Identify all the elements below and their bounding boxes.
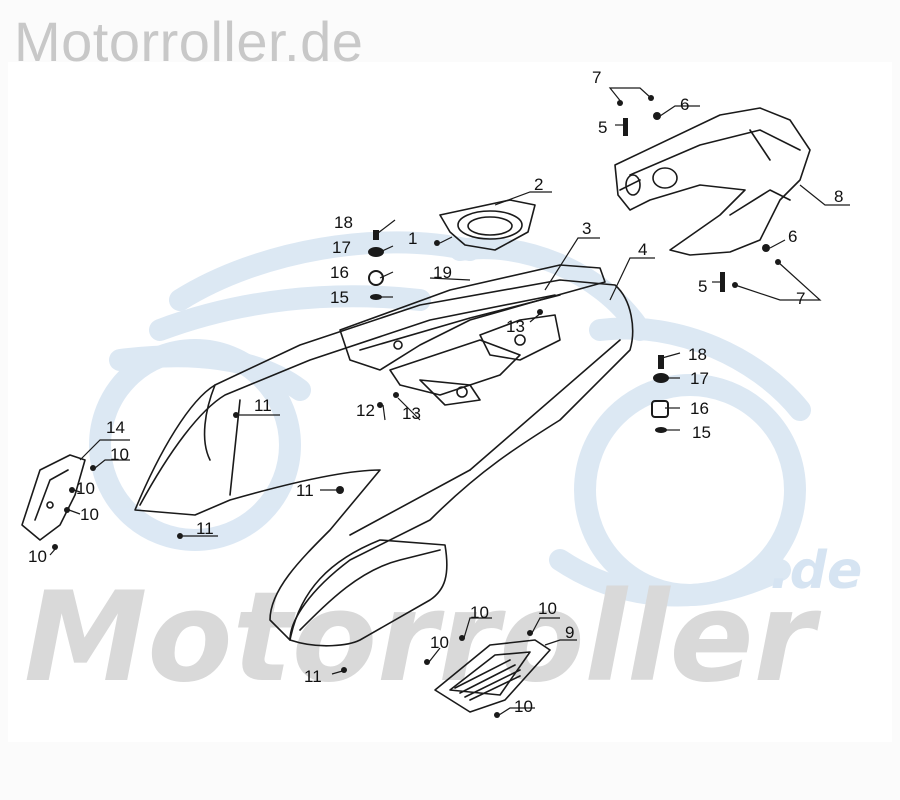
part-screw-10d bbox=[52, 544, 58, 550]
part-clip-6b bbox=[762, 244, 770, 252]
callout-18-left: 18 bbox=[334, 213, 353, 232]
callout-7-top: 7 bbox=[592, 68, 601, 87]
part-screw-13b bbox=[537, 309, 543, 315]
callout-8: 8 bbox=[834, 187, 843, 206]
part-seat-lock-bracket bbox=[439, 199, 536, 251]
part-screw-10h bbox=[494, 712, 500, 718]
callout-17-right: 17 bbox=[690, 369, 709, 388]
callout-1: 1 bbox=[408, 229, 417, 248]
callout-10-h: 10 bbox=[514, 697, 533, 716]
part-screw-10g bbox=[424, 659, 430, 665]
callout-3: 3 bbox=[582, 219, 591, 238]
part-nut-17a bbox=[368, 247, 384, 257]
part-screw-10a bbox=[90, 465, 96, 471]
part-screw-11c bbox=[177, 533, 183, 539]
part-bolt-18a bbox=[373, 230, 379, 240]
callout-10-d: 10 bbox=[28, 547, 47, 566]
part-rear-body-cover bbox=[134, 279, 634, 647]
callout-17-left: 17 bbox=[332, 238, 351, 257]
callout-6-top: 6 bbox=[680, 95, 689, 114]
callout-14: 14 bbox=[106, 418, 125, 437]
callout-11-a: 11 bbox=[254, 396, 272, 415]
part-side-bracket-left bbox=[21, 454, 86, 541]
callout-16-right: 16 bbox=[690, 399, 709, 418]
part-washer-15a bbox=[370, 294, 382, 300]
part-screw-13a bbox=[393, 392, 399, 398]
part-screw-10e bbox=[459, 635, 465, 641]
part-screw-5a bbox=[623, 118, 628, 136]
header-watermark: Motorroller.de bbox=[14, 10, 364, 73]
leader-lines bbox=[49, 87, 850, 716]
callout-10-f: 10 bbox=[538, 599, 557, 618]
callout-10-a: 10 bbox=[110, 445, 129, 464]
part-screw-10c bbox=[64, 507, 70, 513]
part-washer-15b bbox=[655, 427, 667, 433]
watermark-large: Motorroller bbox=[24, 566, 822, 710]
callout-10-b: 10 bbox=[76, 479, 95, 498]
callout-2: 2 bbox=[534, 175, 543, 194]
callout-labels: 1 2 3 4 5 5 6 6 7 7 8 9 10 10 10 10 10 1… bbox=[28, 68, 843, 716]
part-grille-plate bbox=[434, 639, 551, 713]
callout-18-right: 18 bbox=[688, 345, 707, 364]
callout-11-d: 11 bbox=[304, 667, 322, 686]
callout-19: 19 bbox=[433, 263, 452, 282]
callout-11-b: 11 bbox=[296, 481, 314, 500]
part-clip-6a bbox=[653, 112, 661, 120]
callout-10-g: 10 bbox=[430, 633, 449, 652]
callout-10-e: 10 bbox=[470, 603, 489, 622]
part-grommet-16a bbox=[368, 270, 384, 286]
part-bolt-18b bbox=[658, 355, 664, 369]
part-center-frame bbox=[339, 264, 606, 406]
part-screw-10b bbox=[69, 487, 75, 493]
callout-13-b: 13 bbox=[402, 404, 421, 423]
callout-4: 4 bbox=[638, 240, 647, 259]
callout-9: 9 bbox=[565, 623, 574, 642]
watermark-suffix: .de bbox=[770, 541, 862, 601]
callout-15-right: 15 bbox=[692, 423, 711, 442]
callout-16-left: 16 bbox=[330, 263, 349, 282]
callout-12: 12 bbox=[356, 401, 375, 420]
footer-watermark: Motorroller .de bbox=[24, 541, 862, 710]
callout-5-bottom: 5 bbox=[698, 277, 707, 296]
part-screw-11a bbox=[233, 412, 239, 418]
callout-10-c: 10 bbox=[80, 505, 99, 524]
part-grommet-16b bbox=[651, 400, 669, 418]
part-screw-10f bbox=[527, 630, 533, 636]
callout-7-bottom: 7 bbox=[796, 289, 805, 308]
part-nut-17b bbox=[653, 373, 669, 383]
part-screw-12 bbox=[377, 402, 383, 408]
callout-6-bottom: 6 bbox=[788, 227, 797, 246]
callout-5-top: 5 bbox=[598, 118, 607, 137]
callout-13-a: 13 bbox=[506, 317, 525, 336]
part-rear-tail-cover bbox=[614, 107, 811, 256]
part-screw-1 bbox=[434, 240, 440, 246]
callout-15-left: 15 bbox=[330, 288, 349, 307]
callout-11-c: 11 bbox=[196, 519, 214, 538]
